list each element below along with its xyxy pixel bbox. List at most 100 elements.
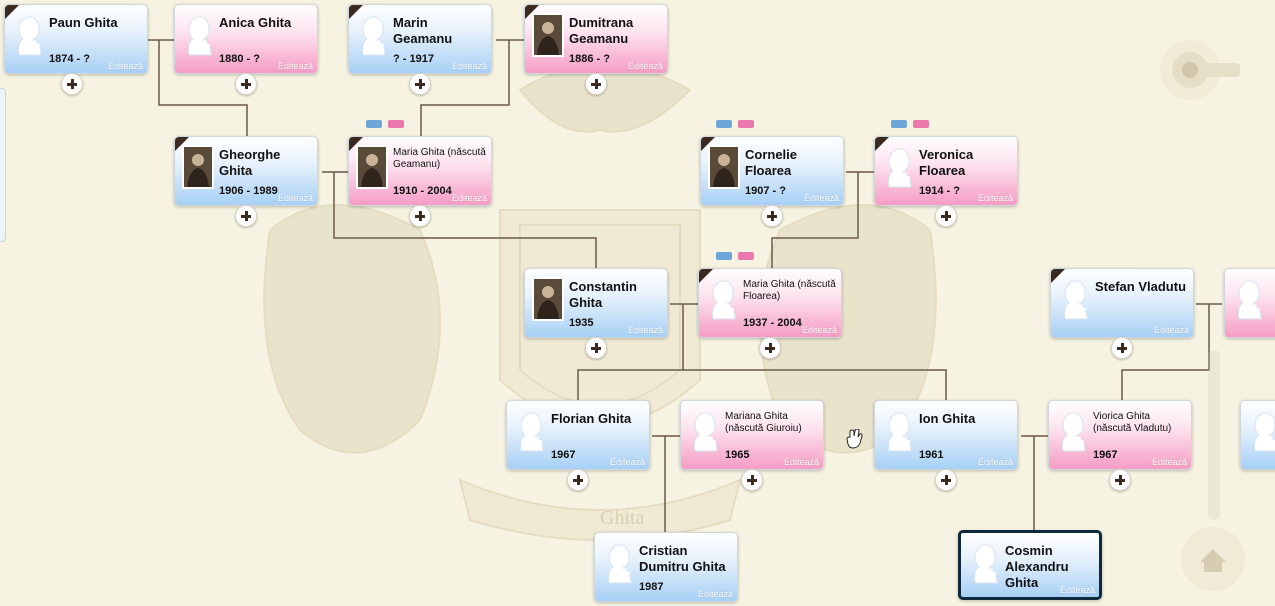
couple-indicator[interactable] [366, 120, 406, 129]
add-relative-button[interactable] [409, 73, 431, 95]
person-dates: 1910 - 2004 [393, 185, 452, 197]
person-card[interactable]: Maria Ghita (născută Geamanu) 1910 - 2004… [348, 136, 492, 206]
person-silhouette-icon [1254, 412, 1275, 452]
person-name: Maria Ghita (născută Geamanu) [393, 147, 486, 170]
edit-link[interactable]: Editează [451, 193, 487, 203]
person-card[interactable]: Editează [1224, 268, 1275, 338]
couple-indicator[interactable] [891, 120, 931, 129]
person-dates: 1967 [1093, 449, 1118, 461]
zoom-slider-track[interactable] [1208, 350, 1220, 520]
deceased-ribbon-icon [699, 269, 713, 283]
edit-link[interactable]: Editează [1151, 457, 1187, 467]
add-relative-button[interactable] [935, 205, 957, 227]
edit-link[interactable]: Editează [977, 457, 1013, 467]
person-dates: 1965 [725, 449, 750, 461]
person-name: Veronica Floarea [919, 147, 974, 178]
hand-cursor-icon [846, 429, 863, 449]
edit-link[interactable]: Editează [277, 193, 313, 203]
add-relative-button[interactable] [1111, 337, 1133, 359]
edit-link[interactable]: Editează [697, 589, 733, 599]
person-silhouette-icon [18, 16, 42, 56]
person-silhouette-icon [362, 16, 386, 56]
person-dates: ? - 1917 [393, 53, 434, 65]
couple-indicator[interactable] [716, 120, 756, 129]
offscreen-card-edge[interactable] [0, 88, 6, 242]
add-relative-button[interactable] [935, 469, 957, 491]
add-relative-button[interactable] [585, 73, 607, 95]
person-dates: 1967 [551, 449, 576, 461]
person-name: Gheorghe Ghita [219, 147, 281, 178]
edit-link[interactable]: Editează [609, 457, 645, 467]
person-name: Marin Geamanu [393, 15, 453, 46]
edit-link[interactable]: Editează [627, 61, 663, 71]
edit-link[interactable]: Editează [977, 193, 1013, 203]
edit-link[interactable]: Editează [451, 61, 487, 71]
edit-link[interactable]: Editează [627, 325, 663, 335]
person-dates: 1886 - ? [569, 53, 610, 65]
zoom-control-icon[interactable] [1155, 35, 1245, 105]
person-card[interactable]: Dumitrana Geamanu 1886 - ? Editează [524, 4, 668, 74]
person-dates: 1874 - ? [49, 53, 90, 65]
home-navigation-icon[interactable] [1178, 524, 1248, 594]
edit-link[interactable]: Editează [803, 193, 839, 203]
add-relative-button[interactable] [741, 469, 763, 491]
person-dates: 1935 [569, 317, 594, 329]
deceased-ribbon-icon [5, 5, 19, 19]
person-dates: 1907 - ? [745, 185, 786, 197]
person-silhouette-icon [1064, 280, 1088, 320]
person-name: Florian Ghita [551, 411, 632, 426]
add-relative-button[interactable] [759, 337, 781, 359]
person-name: Paun Ghita [49, 15, 118, 30]
person-name: Constantin Ghita [569, 279, 637, 310]
edit-link[interactable]: Editează [801, 325, 837, 335]
edit-link[interactable]: Editează [277, 61, 313, 71]
person-name: Dumitrana Geamanu [569, 15, 634, 46]
add-relative-button[interactable] [585, 337, 607, 359]
edit-link[interactable]: Editează [783, 457, 819, 467]
person-silhouette-icon [608, 544, 632, 584]
add-relative-button[interactable] [235, 205, 257, 227]
person-photo [356, 145, 388, 189]
add-relative-button[interactable] [61, 73, 83, 95]
person-card[interactable]: Maria Ghita (născută Floarea)1937 - 2004… [698, 268, 842, 338]
edit-link[interactable]: Editează [107, 61, 143, 71]
add-relative-button[interactable] [1109, 469, 1131, 491]
deceased-ribbon-icon [875, 137, 889, 151]
add-relative-button[interactable] [235, 73, 257, 95]
add-relative-button[interactable] [761, 205, 783, 227]
person-silhouette-icon [694, 412, 718, 452]
person-dates: 1961 [919, 449, 944, 461]
add-relative-button[interactable] [409, 205, 431, 227]
person-name: Cosmin Alexandru Ghita [1005, 543, 1069, 590]
add-relative-button[interactable] [567, 469, 589, 491]
couple-indicator[interactable] [716, 252, 756, 261]
person-silhouette-icon [1238, 280, 1262, 320]
person-silhouette-icon [1062, 412, 1086, 452]
person-card[interactable]: Paun Ghita 1874 - ? Editează [4, 4, 148, 74]
deceased-ribbon-icon [1051, 269, 1065, 283]
person-silhouette-icon [188, 16, 212, 56]
edit-link[interactable]: Editează [1059, 585, 1095, 595]
person-name: Ion Ghita [919, 411, 976, 426]
person-photo [708, 145, 740, 189]
person-silhouette-icon [712, 280, 736, 320]
person-silhouette-icon [888, 412, 912, 452]
person-dates: 1880 - ? [219, 53, 260, 65]
person-card[interactable]: Editează [1240, 400, 1275, 470]
edit-link[interactable]: Editează [1153, 325, 1189, 335]
person-dates: 1906 - 1989 [219, 185, 278, 197]
